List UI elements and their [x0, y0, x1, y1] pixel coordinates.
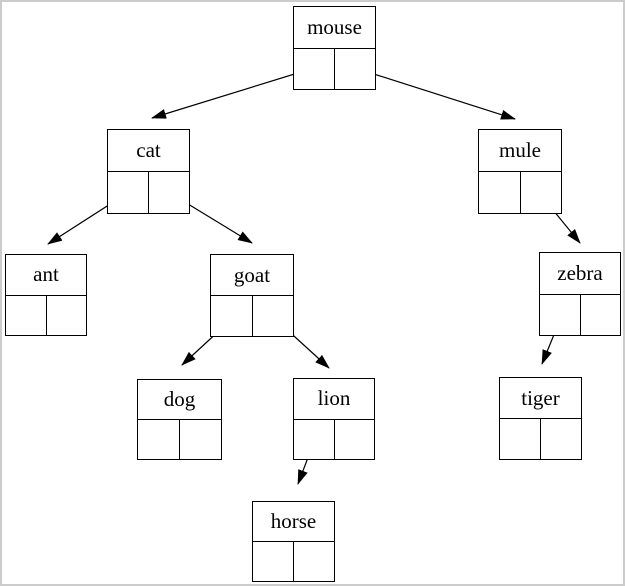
left-pointer-cell — [500, 419, 541, 459]
pointer-cells — [500, 419, 581, 459]
left-pointer-cell — [138, 420, 180, 459]
node-label: ant — [6, 255, 86, 296]
tree-node-zebra: zebra — [539, 252, 621, 336]
left-pointer-cell — [6, 295, 47, 335]
right-pointer-cell — [521, 172, 562, 213]
node-label: tiger — [500, 378, 581, 419]
right-pointer-cell — [581, 295, 621, 336]
tree-node-dog: dog — [137, 379, 222, 460]
pointer-cells — [211, 296, 293, 336]
right-pointer-cell — [294, 542, 334, 581]
left-pointer-cell — [211, 296, 253, 336]
left-pointer-cell — [108, 172, 149, 213]
node-label: dog — [138, 380, 221, 420]
tree-node-ant: ant — [5, 254, 87, 336]
tree-node-cat: cat — [107, 129, 190, 214]
pointer-cells — [6, 295, 87, 336]
tree-node-mule: mule — [478, 129, 562, 214]
edge-mouse-mule — [354, 67, 516, 120]
pointer-cells — [479, 172, 561, 213]
left-pointer-cell — [479, 172, 521, 213]
pointer-cells — [540, 294, 621, 336]
left-pointer-cell — [253, 542, 294, 581]
tree-node-horse: horse — [252, 501, 335, 582]
pointer-cells — [294, 419, 375, 460]
left-pointer-cell — [294, 48, 335, 89]
pointer-cells — [294, 48, 375, 90]
tree-node-lion: lion — [293, 378, 375, 460]
edge-mouse-cat — [151, 67, 315, 119]
right-pointer-cell — [149, 172, 189, 213]
pointer-cells — [253, 542, 334, 581]
node-label: lion — [294, 379, 374, 420]
pointer-cells — [108, 172, 189, 213]
node-label: goat — [211, 255, 293, 296]
right-pointer-cell — [541, 419, 581, 459]
node-label: mule — [479, 130, 561, 172]
node-label: zebra — [540, 253, 620, 295]
right-pointer-cell — [253, 296, 294, 336]
tree-node-mouse: mouse — [293, 6, 376, 90]
pointer-cells — [138, 420, 221, 459]
node-label: cat — [108, 130, 189, 172]
left-pointer-cell — [294, 419, 335, 459]
right-pointer-cell — [335, 420, 375, 460]
node-label: mouse — [294, 7, 375, 49]
right-pointer-cell — [180, 420, 221, 459]
right-pointer-cell — [335, 49, 375, 90]
tree-node-tiger: tiger — [499, 377, 582, 460]
left-pointer-cell — [540, 294, 581, 335]
node-label: horse — [253, 502, 334, 542]
right-pointer-cell — [47, 296, 87, 336]
tree-node-goat: goat — [210, 254, 294, 337]
